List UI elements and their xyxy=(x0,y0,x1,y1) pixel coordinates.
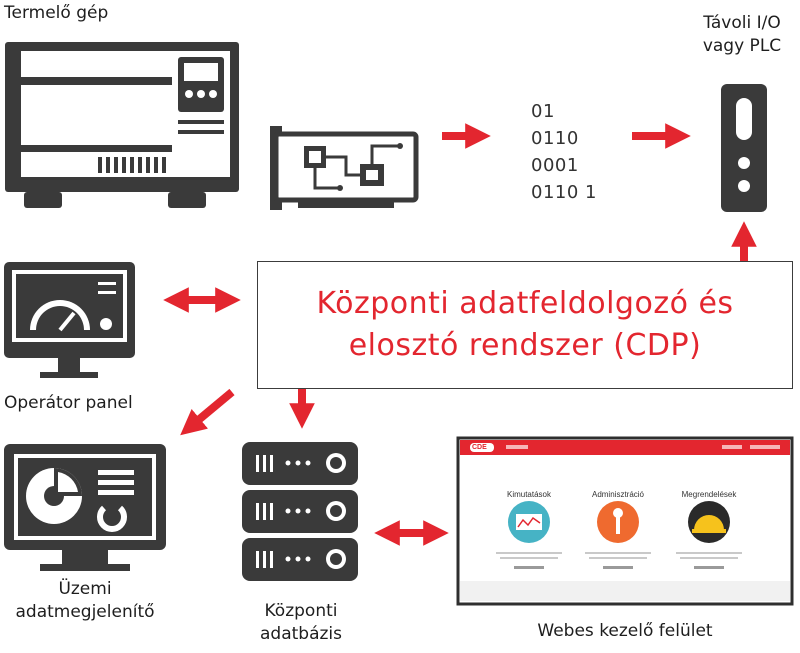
binary-line: 01 xyxy=(531,101,555,122)
label-central-database-line1: Központi xyxy=(264,601,338,621)
binary-line: 0001 xyxy=(531,155,579,176)
cdp-box xyxy=(257,261,793,389)
cdp-title-line2: elosztó rendszer (CDP) xyxy=(348,328,702,363)
binary-line: 0110 xyxy=(531,128,579,149)
label-plant-display-line1: Üzemi xyxy=(58,579,112,599)
plant-display-icon xyxy=(4,444,166,571)
label-production-machine: Termelő gép xyxy=(4,3,109,23)
label-plant-display: Üzemi adatmegjelenítő xyxy=(0,578,170,624)
production-machine-icon xyxy=(5,42,239,208)
web-ui-card-orders: Megrendelések xyxy=(681,490,737,499)
label-plant-display-line2: adatmegjelenítő xyxy=(15,602,155,622)
web-ui-screenshot xyxy=(456,436,794,606)
plc-icon xyxy=(721,84,767,212)
web-ui-card-reports: Kimutatások xyxy=(506,490,552,499)
label-remote-io-line2: vagy PLC xyxy=(702,36,782,56)
label-operator-panel: Operátor panel xyxy=(4,393,133,413)
web-ui-card-admin: Adminisztráció xyxy=(591,490,644,499)
label-central-database-line2: adatbázis xyxy=(259,624,342,644)
cdp-title: Központi adatfeldolgozó és elosztó rends… xyxy=(257,283,793,367)
label-remote-io-line1: Távoli I/O xyxy=(703,13,781,33)
label-web-ui: Webes kezelő felület xyxy=(537,621,713,641)
cdp-title-line1: Központi adatfeldolgozó és xyxy=(316,286,734,321)
circuit-board-icon xyxy=(270,126,419,210)
binary-line: 0110 1 xyxy=(531,182,597,203)
arrow-cdp-to-display xyxy=(180,388,235,436)
label-central-database: Központi adatbázis xyxy=(236,600,366,646)
binary-data: 01 0110 0001 0110 1 xyxy=(531,98,597,206)
web-ui-logo: CDE xyxy=(472,444,487,451)
operator-panel-icon xyxy=(4,262,135,378)
database-server-icon xyxy=(242,442,358,581)
label-remote-io: Távoli I/O vagy PLC xyxy=(686,12,798,58)
